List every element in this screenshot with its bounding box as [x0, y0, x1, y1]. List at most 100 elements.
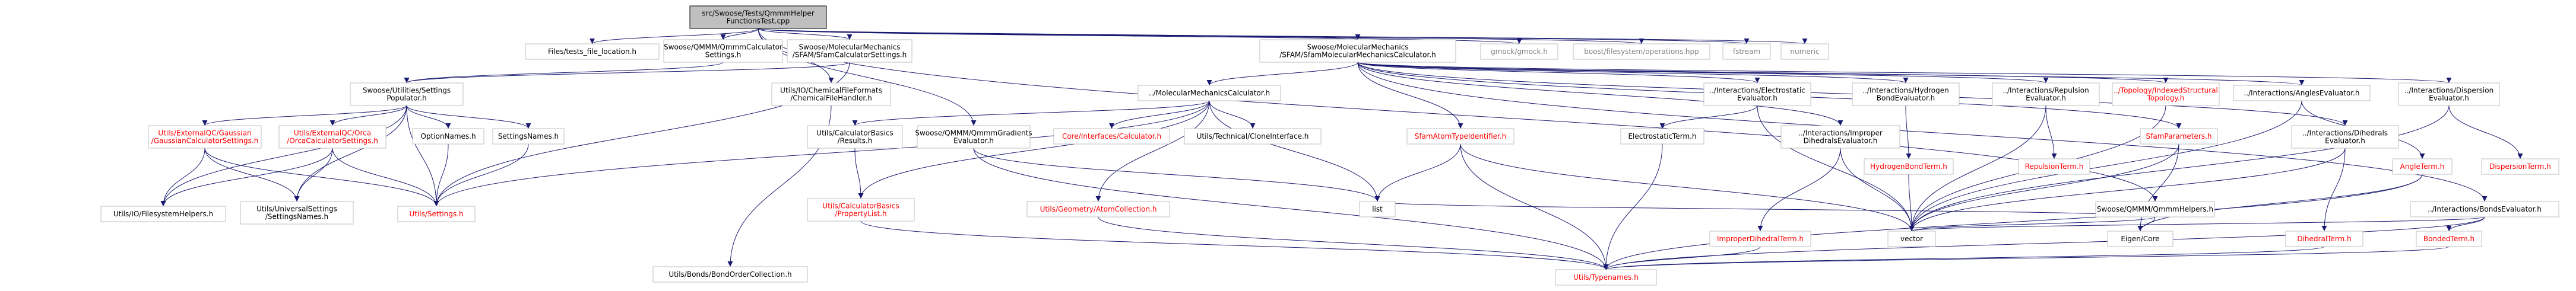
node-sfam-parameters[interactable]: SfamParameters.h — [2140, 128, 2218, 145]
node-bonded-term[interactable]: BondedTerm.h — [2416, 231, 2482, 247]
node-box — [1852, 82, 1960, 106]
node-box — [1703, 82, 1811, 106]
node-label: fstream — [1733, 47, 1760, 56]
node-label: Swoose/QMMM/QmmmCalculator — [664, 43, 782, 52]
node-fstream[interactable]: fstream — [1722, 43, 1771, 60]
node-boost-fs-ops[interactable]: boost/filesystem/operations.hpp — [1573, 43, 1710, 60]
node-interactions-bonds-eval[interactable]: ../Interactions/BondsEvaluator.h — [2410, 201, 2559, 218]
edge-swoose-sfam-mm-calc-to-interactions-angles-eval — [1357, 62, 2304, 86]
node-mm-calc[interactable]: ../MolecularMechanicsCalculator.h — [1138, 85, 1281, 101]
node-interactions-improper-dihedrals-eval[interactable]: ../Interactions/ImproperDihedralsEvaluat… — [1780, 125, 1900, 149]
node-utils-settings[interactable]: Utils/Settings.h — [397, 206, 476, 222]
node-box — [278, 125, 386, 149]
node-label: Evaluator.h — [2325, 137, 2365, 145]
edge-swoose-qmmm-helpers-to-list — [1375, 201, 2156, 218]
node-box — [2481, 158, 2559, 175]
edge-interactions-dihedrals-eval-to-dihedral-term — [2321, 148, 2346, 232]
node-utils-universal-settings-names[interactable]: Utils/UniversalSettings/SettingsNames.h — [240, 201, 354, 225]
node-label: AngleTerm.h — [2400, 162, 2445, 171]
node-utils-calculatorbasics-propertylist[interactable]: Utils/CalculatorBasics/PropertyList.h — [807, 198, 915, 222]
edge-swoose-utilities-settings-populator-to-option-names — [406, 105, 451, 129]
node-gmock[interactable]: gmock/gmock.h — [1480, 43, 1558, 60]
edge-root-to-swoose-sfam-mm-calc — [758, 28, 1360, 40]
node-label: Utils/CalculatorBasics — [816, 129, 893, 137]
node-swoose-qmmm-helpers[interactable]: Swoose/QMMM/QmmmHelpers.h — [2095, 201, 2215, 218]
node-utils-external-qc-orca[interactable]: Utils/ExternalQC/Orca/OrcaCalculatorSett… — [278, 125, 386, 149]
node-dihedral-term[interactable]: DihedralTerm.h — [2285, 231, 2363, 247]
node-label: boost/filesystem/operations.hpp — [1584, 47, 1699, 56]
node-swoose-sfam-calc-settings[interactable]: Swoose/MolecularMechanics/SFAM/SfamCalcu… — [787, 39, 912, 63]
edge-utils-geometry-atomcollection-to-utils-typenames — [1098, 216, 1609, 270]
edge-root-to-files-tests-file-location — [590, 28, 759, 44]
node-label: Swoose/QMMM/QmmmHelpers.h — [2097, 205, 2213, 213]
node-sfam-atom-type-identifier[interactable]: SfamAtomTypeIdentifier.h — [1406, 128, 1514, 145]
node-utils-calculatorbasics-results[interactable]: Utils/CalculatorBasics/Results.h — [807, 125, 903, 149]
node-label: DihedralTerm.h — [2297, 235, 2351, 243]
node-hydrogen-bond-term[interactable]: HydrogenBondTerm.h — [1864, 158, 1954, 175]
node-box — [652, 266, 808, 283]
node-utils-bonds-bondordercollection[interactable]: Utils/Bonds/BondOrderCollection.h — [652, 266, 808, 283]
node-label: ElectrostaticTerm.h — [1628, 132, 1696, 140]
node-settings-names[interactable]: SettingsNames.h — [492, 128, 565, 145]
edge-interactions-angles-eval-to-vector — [1909, 100, 2302, 232]
node-label: Evaluator.h — [2429, 94, 2469, 103]
edge-mm-calc-to-utils-technical-cloneinterface — [1209, 100, 1256, 129]
node-utils-geometry-atomcollection[interactable]: Utils/Geometry/AtomCollection.h — [1026, 201, 1170, 218]
edge-hydrogen-bond-term-to-vector — [1908, 174, 1915, 232]
edge-utils-calculatorbasics-results-to-utils-calculatorbasics-propertylist — [854, 148, 864, 199]
node-interactions-dihedrals-eval[interactable]: ../Interactions/DihedralsEvaluator.h — [2291, 125, 2399, 149]
node-repulsion-term[interactable]: RepulsionTerm.h — [2018, 158, 2090, 175]
node-label: Utils/ExternalQC/Orca — [294, 129, 371, 137]
node-box — [1780, 125, 1900, 149]
node-dispersion-term[interactable]: DispersionTerm.h — [2481, 158, 2559, 175]
node-label: Settings.h — [705, 51, 742, 59]
node-utils-technical-cloneinterface[interactable]: Utils/Technical/CloneInterface.h — [1184, 128, 1322, 145]
node-label: HydrogenBondTerm.h — [1870, 162, 1947, 171]
edge-interactions-electrostatic-eval-to-electrostatic-term — [1659, 105, 1758, 129]
edge-mm-calc-to-utils-calculatorbasics-propertylist — [858, 100, 1210, 199]
edge-interactions-bonds-eval-to-bonded-term — [2446, 216, 2485, 232]
node-label: Evaluator.h — [1737, 94, 1777, 103]
node-box — [1359, 201, 1396, 218]
node-box — [350, 82, 464, 106]
node-utils-io-filesystemhelpers[interactable]: Utils/IO/FilesystemHelpers.h — [100, 206, 226, 222]
node-files-tests-file-location[interactable]: Files/tests_file_location.h — [525, 43, 660, 60]
node-label: Utils/Geometry/AtomCollection.h — [1040, 205, 1157, 213]
node-utils-typenames[interactable]: Utils/Typenames.h — [1555, 269, 1657, 286]
node-label: Swoose/QMMM/QmmmGradients — [915, 129, 1032, 137]
edge-swoose-sfam-mm-calc-to-interactions-dispersion-eval — [1357, 62, 2451, 84]
node-label: ../Interactions/Electrostatic — [1709, 87, 1805, 95]
node-utils-external-qc-gaussian[interactable]: Utils/ExternalQC/Gaussian/GaussianCalcul… — [148, 125, 262, 149]
edge-root-to-swoose-sfam-calc-settings — [758, 28, 853, 40]
node-core-interfaces-calculator[interactable]: Core/Interfaces/Calculator.h — [1053, 128, 1170, 145]
edge-swoose-sfam-mm-calc-to-interactions-electrostatic-eval — [1357, 62, 1760, 84]
node-label: ../Interactions/Repulsion — [2003, 87, 2089, 95]
node-option-names[interactable]: OptionNames.h — [412, 128, 484, 145]
node-improper-dihedral-term[interactable]: ImproperDihedralTerm.h — [1709, 231, 1811, 247]
node-numeric[interactable]: numeric — [1780, 43, 1829, 60]
node-eigen-core[interactable]: Eigen/Core — [2107, 231, 2173, 247]
node-angle-term[interactable]: AngleTerm.h — [2392, 158, 2453, 175]
edge-swoose-utilities-settings-populator-to-utils-external-qc-orca — [329, 105, 407, 126]
edge-swoose-utilities-settings-populator-to-utils-io-filesystemhelpers — [160, 105, 407, 207]
node-box — [1053, 128, 1170, 145]
node-label: src/Swoose/Tests/QmmmHelper — [702, 9, 815, 18]
node-label: OptionNames.h — [420, 132, 476, 140]
edge-electrostatic-term-to-utils-typenames — [1603, 143, 1663, 270]
node-swoose-sfam-mm-calc[interactable]: Swoose/MolecularMechanics/SFAM/SfamMolec… — [1259, 39, 1456, 63]
node-list[interactable]: list — [1359, 201, 1396, 218]
node-utils-io-chemfileformats-handler[interactable]: Utils/IO/ChemicalFileFormats/ChemicalFil… — [771, 82, 891, 106]
node-label: /SFAM/SfamCalculatorSettings.h — [793, 51, 907, 59]
edge-swoose-sfam-mm-calc-to-interactions-hydrogenbond-eval — [1357, 62, 1909, 84]
node-vector[interactable]: vector — [1887, 231, 1936, 247]
node-electrostatic-term[interactable]: ElectrostaticTerm.h — [1620, 128, 1704, 145]
node-interactions-angles-eval[interactable]: ../Interactions/AnglesEvaluator.h — [2233, 85, 2371, 101]
